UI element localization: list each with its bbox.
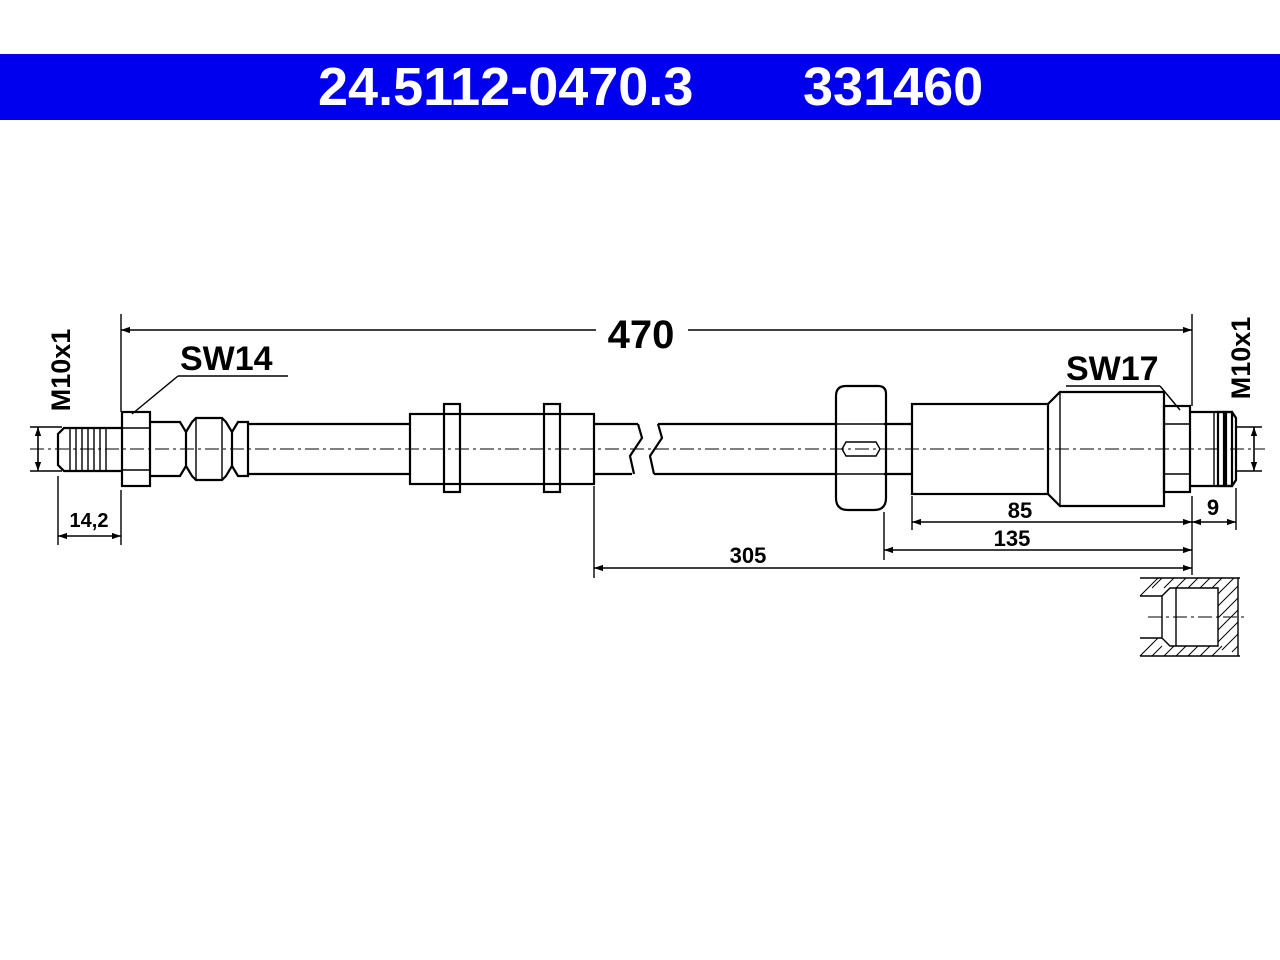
left-thread-dimension: M10x1 [30, 329, 76, 472]
left-fitting-length-dimension: 14,2 [57, 476, 122, 545]
overall-length-label: 470 [608, 313, 675, 357]
right-female-fitting [910, 390, 1238, 508]
reference-number: 331460 [803, 57, 984, 117]
protective-sleeve [408, 402, 596, 494]
right-fitting-length-label: 9 [1207, 495, 1219, 520]
hose [248, 422, 912, 476]
part-number: 24.5112-0470.3 [318, 57, 694, 117]
port-section-view [1139, 577, 1244, 657]
overall-length-dimension: 470 [120, 313, 1193, 412]
right-thread-label: M10x1 [1226, 317, 1256, 400]
right-body-length-dimension: 85 [911, 496, 1193, 575]
right-wrench-callout: SW17 [1066, 350, 1181, 411]
right-thread-dimension: M10x1 [1226, 317, 1262, 472]
left-wrench-callout: SW14 [131, 340, 288, 415]
bracket-to-end-dimension: 135 [883, 512, 1192, 560]
left-wrench-label: SW14 [180, 340, 273, 378]
left-thread-label: M10x1 [46, 329, 76, 412]
right-fitting-length-dimension: 9 [1192, 488, 1237, 530]
left-male-fitting [56, 410, 250, 488]
sleeve-to-end-label: 305 [730, 543, 767, 568]
sleeve-to-end-dimension: 305 [593, 486, 1192, 578]
bracket-to-end-label: 135 [994, 526, 1031, 551]
left-fitting-length-label: 14,2 [70, 510, 109, 532]
right-wrench-label: SW17 [1066, 350, 1159, 388]
header-bar [0, 54, 1280, 120]
right-body-length-label: 85 [1008, 498, 1032, 523]
mounting-bracket [834, 384, 888, 512]
